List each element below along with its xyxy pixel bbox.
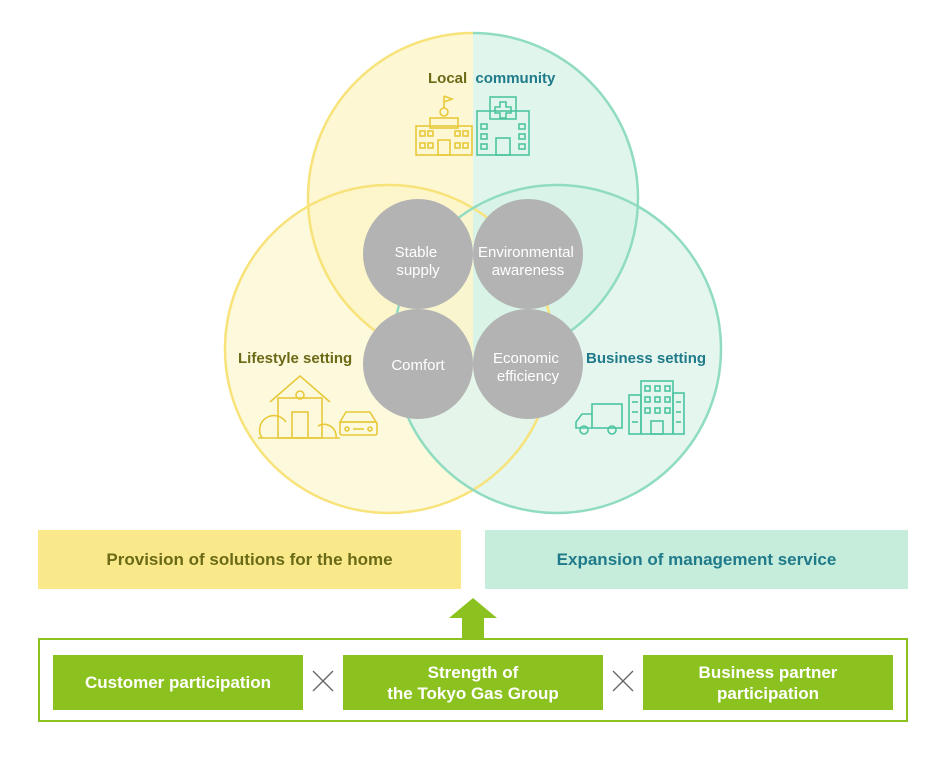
economic-efficiency-line1: Economic [493, 350, 559, 367]
truck-icon [575, 403, 623, 435]
office-building-icon [628, 380, 685, 435]
svg-text:Economic efficiency: Economic efficiency [493, 350, 563, 385]
stable-supply-circle [363, 199, 473, 309]
svg-text:Stable supply: Stable supply [395, 244, 442, 279]
community-label-community: community [475, 70, 556, 87]
lifestyle-label: Lifestyle setting [238, 350, 352, 367]
school-icon [415, 95, 473, 156]
environmental-awareness-line2: awareness [492, 262, 565, 279]
svg-text:Local community: Local community [428, 70, 556, 87]
tokyo-gas-strength-box: Strength of the Tokyo Gas Group [343, 655, 603, 710]
business-partner-participation-box: Business partner participation [643, 655, 893, 710]
economic-efficiency-line2: efficiency [497, 368, 560, 385]
car-icon [338, 411, 378, 436]
customer-participation-box: Customer participation [53, 655, 303, 710]
community-label-local: Local [428, 70, 467, 87]
business-label: Business setting [586, 350, 706, 367]
multiply-icon [312, 670, 334, 692]
hospital-icon [476, 96, 530, 156]
environmental-awareness-circle [473, 199, 583, 309]
comfort-circle [363, 309, 473, 419]
svg-text:Environmental awareness: Environmental awareness [478, 244, 578, 279]
participation-frame: Customer participation Strength of the T… [38, 638, 908, 722]
management-service-box: Expansion of management service [485, 530, 908, 589]
economic-efficiency-circle [473, 309, 583, 419]
stable-supply-line1: Stable [395, 244, 438, 261]
stable-supply-line2: supply [396, 262, 440, 279]
home-solutions-box: Provision of solutions for the home [38, 530, 461, 589]
environmental-awareness-line1: Environmental [478, 244, 574, 261]
house-icon [258, 374, 340, 439]
venn-diagram: Local community Lifestyle setting Busine… [223, 31, 723, 515]
comfort-label: Comfort [391, 357, 445, 374]
multiply-icon [612, 670, 634, 692]
up-arrow-icon [449, 598, 497, 638]
